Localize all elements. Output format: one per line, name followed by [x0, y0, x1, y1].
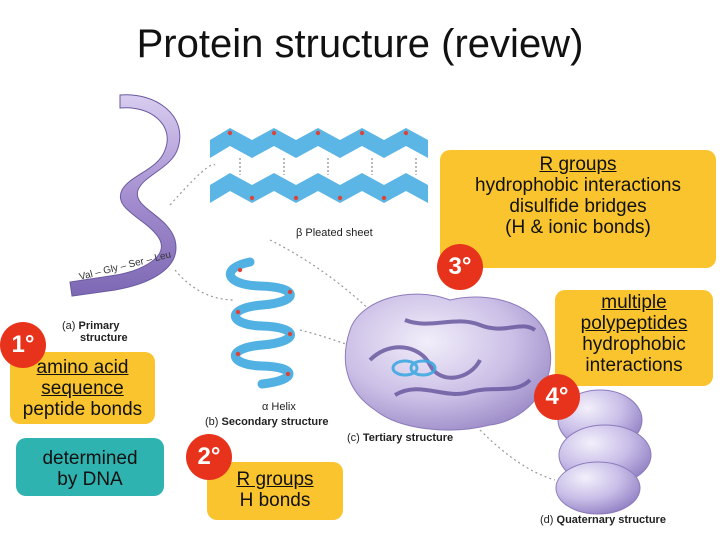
quaternary-box-line1: multiple	[601, 292, 667, 313]
badge-tertiary: 3°	[437, 244, 483, 290]
quaternary-structure	[555, 389, 652, 515]
primary-box-line2: sequence	[41, 378, 124, 399]
badge-primary: 1°	[0, 322, 46, 368]
tertiary-structure	[344, 293, 552, 431]
quaternary-box-line3: hydrophobic	[582, 334, 686, 355]
secondary-info-box: R groups H bonds	[207, 462, 343, 520]
badge-secondary: 2°	[186, 434, 232, 480]
secondary-box-line1: R groups	[236, 469, 314, 490]
caption-quaternary: (d) Quaternary structure	[540, 514, 666, 526]
quaternary-info-box: multiple polypeptides hydrophobic intera…	[555, 290, 713, 386]
primary-ribbon: Val – Gly – Ser – Leu	[69, 94, 181, 297]
caption-quaternary-letter: (d)	[540, 514, 554, 526]
tertiary-box-line3: disulfide bridges	[509, 196, 647, 217]
tertiary-box-line4: (H & ionic bonds)	[505, 217, 651, 238]
page-title: Protein structure (review)	[136, 22, 584, 66]
pleated-sheet-label: β Pleated sheet	[296, 227, 373, 239]
primary-box-line3: peptide bonds	[22, 399, 143, 420]
primary-note-line2: by DNA	[57, 469, 123, 490]
tertiary-info-box: R groups hydrophobic interactions disulf…	[440, 150, 716, 268]
caption-secondary-letter: (b)	[205, 416, 219, 428]
caption-tertiary: (c) Tertiary structure	[347, 432, 453, 444]
caption-primary-line2: structure	[80, 332, 128, 344]
tertiary-box-line2: hydrophobic interactions	[475, 175, 681, 196]
alpha-helix: α Helix	[225, 257, 296, 413]
caption-primary-line1: Primary	[78, 320, 120, 332]
caption-tertiary-letter: (c)	[347, 432, 360, 444]
quaternary-box-line4: interactions	[585, 355, 683, 376]
caption-quaternary-text: Quaternary structure	[556, 514, 666, 526]
secondary-box-line2: H bonds	[239, 490, 311, 511]
tertiary-box-line1: R groups	[539, 154, 617, 175]
primary-note-line1: determined	[42, 448, 138, 469]
badge-quaternary: 4°	[534, 374, 580, 420]
caption-secondary-text: Secondary structure	[221, 416, 329, 428]
quaternary-box-line2: polypeptides	[580, 313, 688, 334]
caption-secondary: (b) Secondary structure	[205, 416, 329, 428]
caption-tertiary-text: Tertiary structure	[362, 432, 454, 444]
primary-box-line1: amino acid	[36, 357, 129, 378]
primary-note-box: determined by DNA	[16, 438, 164, 496]
caption-primary: (a) Primary structure	[62, 320, 128, 344]
pleated-sheet: β Pleated sheet	[210, 128, 428, 239]
helix-label: α Helix	[262, 401, 296, 413]
caption-primary-letter: (a)	[62, 320, 76, 332]
